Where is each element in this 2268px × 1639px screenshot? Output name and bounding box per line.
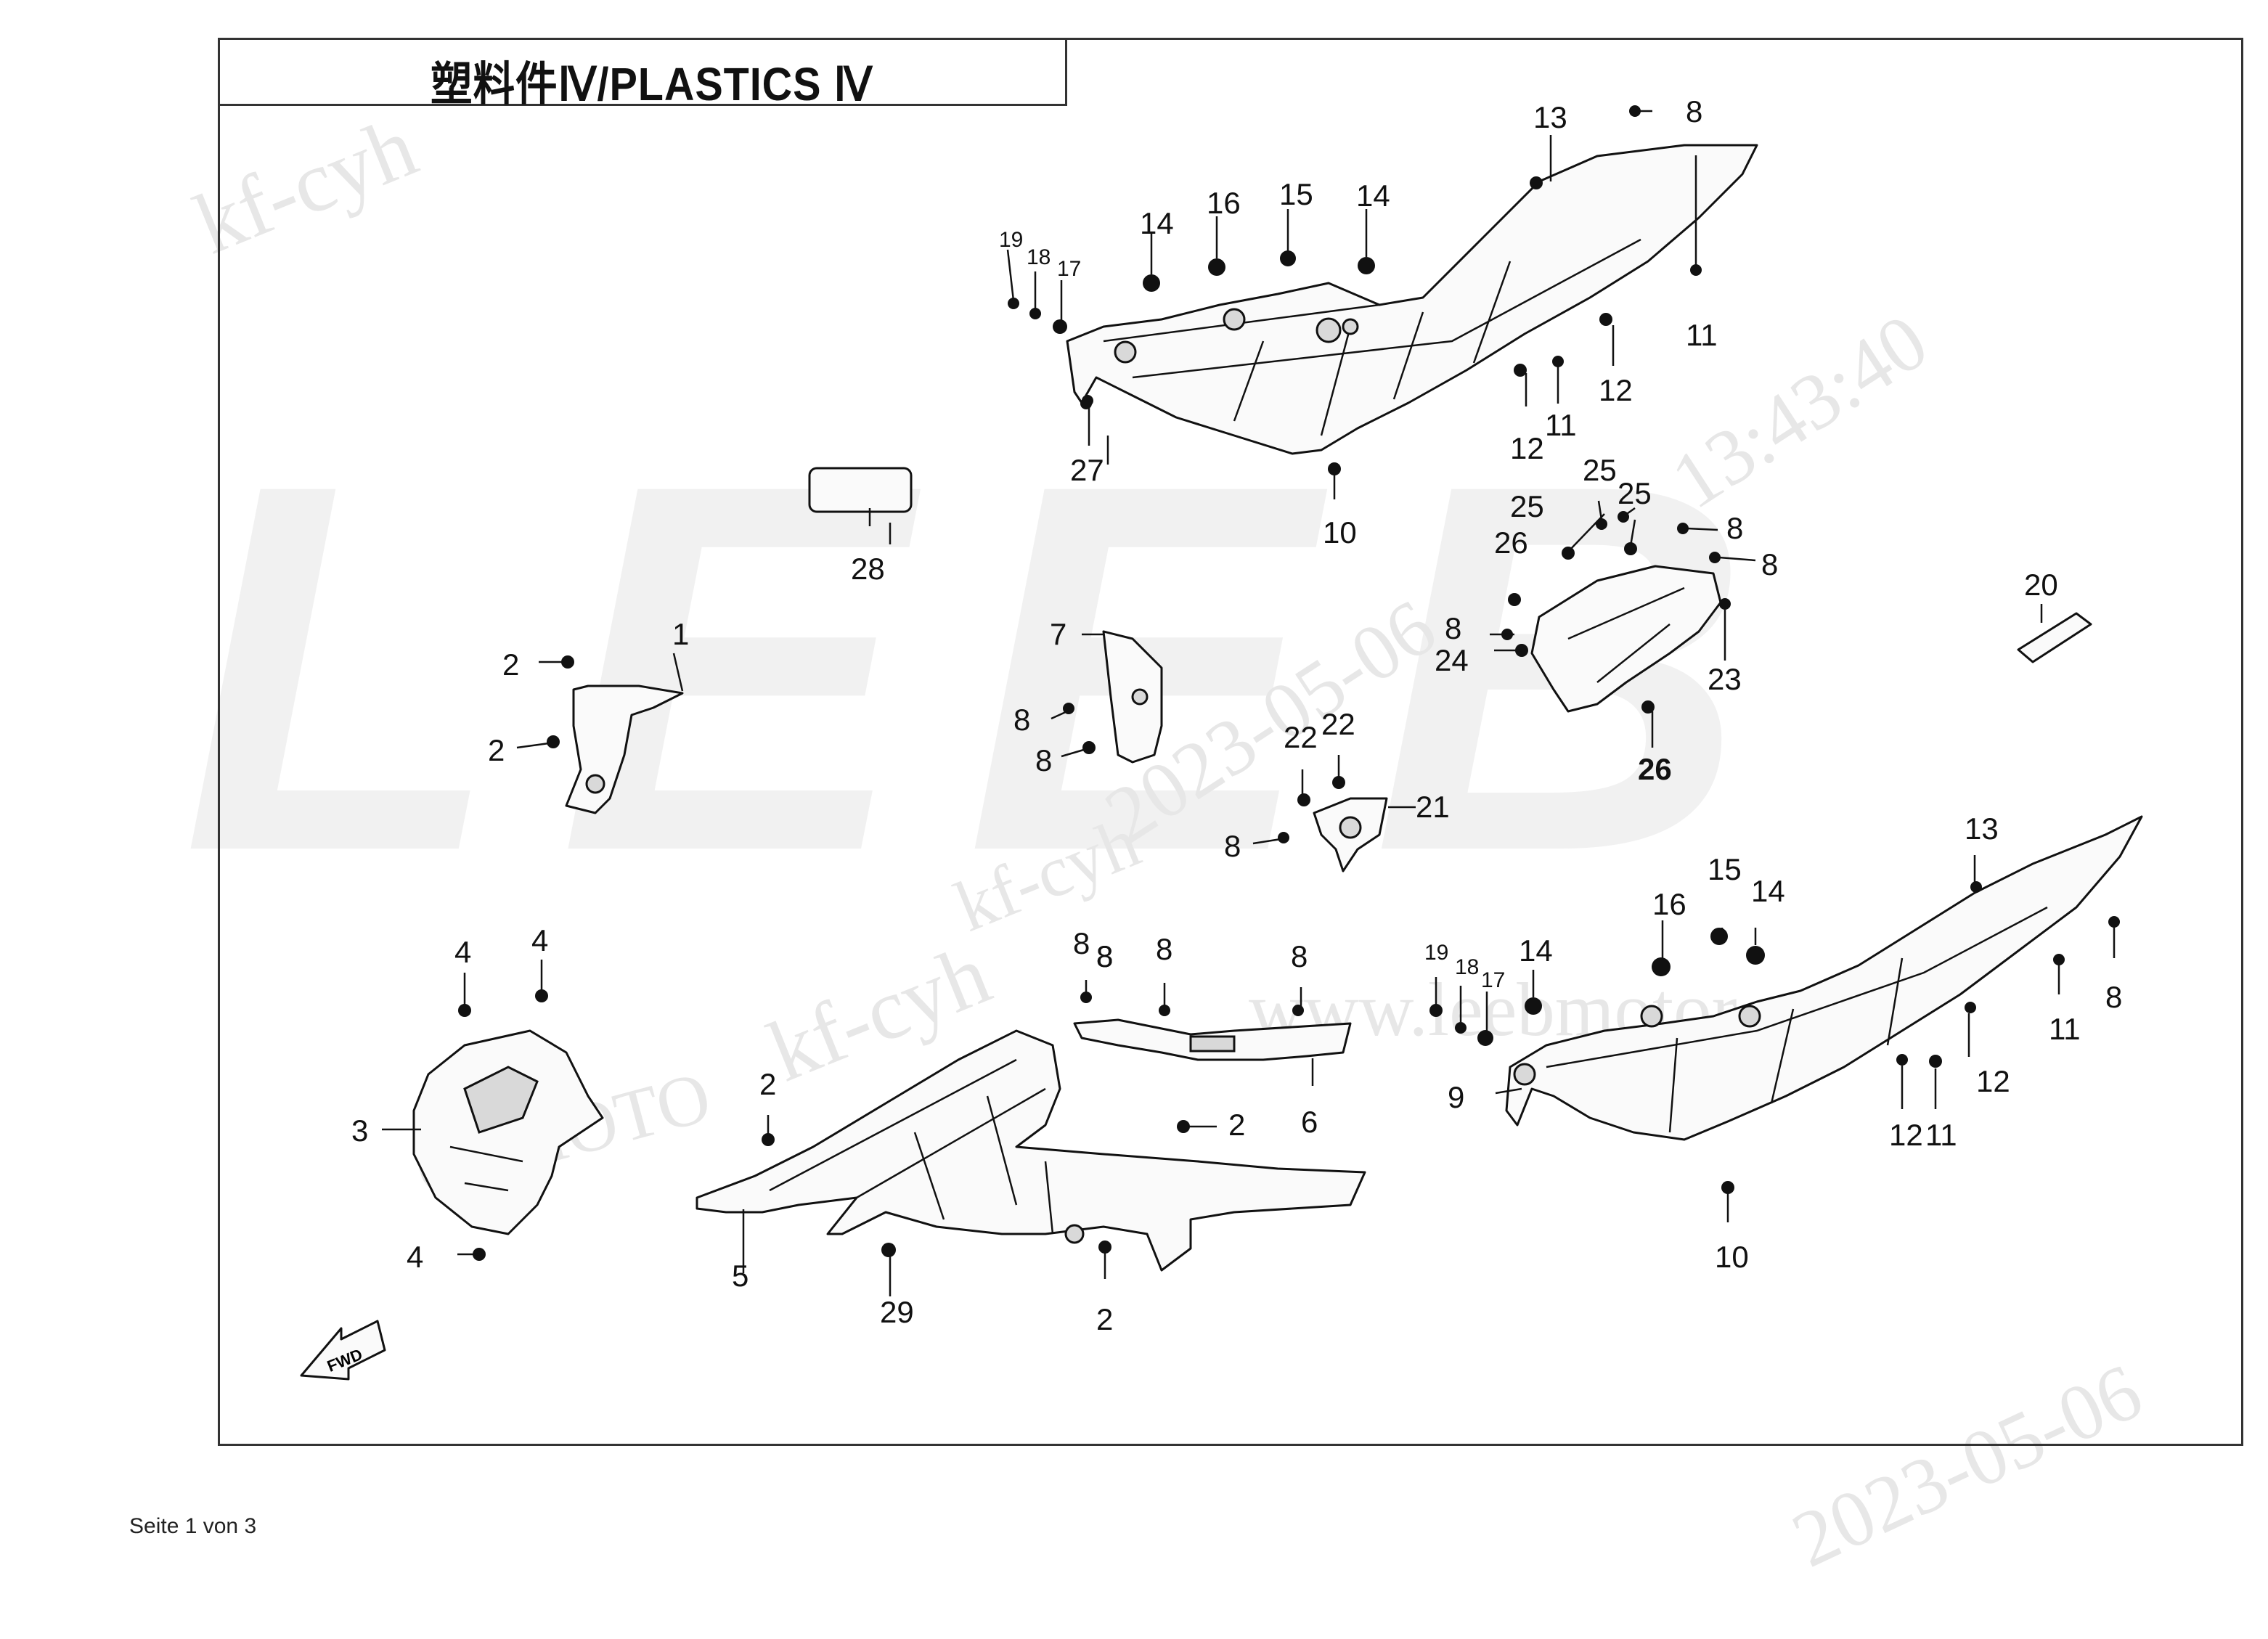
leader-lines <box>382 110 2116 1296</box>
callout-14: 14 <box>1751 874 1785 908</box>
callout-19: 19 <box>1424 941 1448 965</box>
callout-20: 20 <box>2024 568 2058 602</box>
callout-8: 8 <box>1761 547 1778 581</box>
callout-23: 23 <box>1708 662 1742 696</box>
callout-25: 25 <box>1583 453 1617 487</box>
callout-12: 12 <box>1599 373 1633 407</box>
part-20-strip <box>2017 612 2092 663</box>
callout-11: 11 <box>1545 408 1577 442</box>
callout-3: 3 <box>351 1113 368 1148</box>
callout-4: 4 <box>454 935 471 969</box>
callout-8: 8 <box>1035 743 1052 777</box>
fasteners <box>458 105 2120 1261</box>
callout-6: 6 <box>1301 1105 1318 1139</box>
page-title: 塑料件Ⅳ/PLASTICS Ⅳ <box>431 58 873 110</box>
diagram-frame <box>218 38 2243 1446</box>
callout-12: 12 <box>1889 1118 1923 1152</box>
watermark-logo: LEEB <box>181 375 1808 960</box>
title-box: 塑料件Ⅳ/PLASTICS Ⅳ <box>218 38 1067 110</box>
callout-8: 8 <box>1096 939 1113 973</box>
callout-16: 16 <box>1207 186 1241 220</box>
callout-17: 17 <box>1481 968 1505 992</box>
callout-25: 25 <box>1618 476 1652 510</box>
callout-26: 26 <box>1638 752 1672 786</box>
part-3-front-cover <box>412 1029 604 1235</box>
callout-28: 28 <box>851 552 885 586</box>
callout-2: 2 <box>759 1067 776 1101</box>
part-5-rear-fender <box>696 1029 1366 1272</box>
callout-24: 24 <box>1435 643 1469 677</box>
callout-11: 11 <box>2049 1012 2081 1046</box>
callout-16: 16 <box>1652 887 1686 921</box>
callout-2: 2 <box>488 733 505 767</box>
callout-8: 8 <box>1291 939 1308 973</box>
callout-8: 8 <box>1096 939 1113 973</box>
callout-18: 18 <box>1455 955 1479 979</box>
callout-14: 14 <box>1356 179 1390 213</box>
fwd-arrow-icon: FWD <box>300 1320 386 1381</box>
part-6-rail <box>1073 1018 1352 1061</box>
callout-21: 21 <box>1416 790 1450 824</box>
callout-8: 8 <box>1156 932 1172 966</box>
callout-15: 15 <box>1708 852 1742 886</box>
callout-2: 2 <box>1228 1108 1245 1142</box>
page-footer: Seite 1 von 3 <box>129 1514 257 1538</box>
callout-2: 2 <box>1096 1302 1113 1336</box>
callout-29: 29 <box>880 1295 914 1329</box>
callout-labels: 1 2 2 2 2 2 3 4 4 4 5 6 7 8 8 8 8 8 8 8 … <box>351 94 2122 1336</box>
callout-7: 7 <box>1050 617 1066 651</box>
callout-10: 10 <box>1715 1240 1749 1274</box>
callout-8: 8 <box>1224 829 1241 863</box>
callout-12: 12 <box>1510 431 1544 465</box>
callout-22: 22 <box>1284 720 1318 754</box>
callout-13: 13 <box>1533 100 1567 134</box>
callout-18: 18 <box>1027 245 1051 269</box>
callout-22: 22 <box>1321 707 1355 741</box>
callout-8: 8 <box>1096 939 1113 973</box>
part-lower-side-cover <box>1505 815 2143 1141</box>
callout-11: 11 <box>1925 1118 1957 1152</box>
part-23-bracket <box>1530 565 1722 713</box>
callout-12: 12 <box>1976 1064 2010 1098</box>
part-7-plate <box>1102 630 1163 764</box>
callout-4: 4 <box>531 923 548 957</box>
callout-25: 25 <box>1510 489 1544 523</box>
callout-8: 8 <box>1686 94 1702 128</box>
callout-2: 2 <box>502 647 519 682</box>
part-upper-side-cover <box>1066 144 1758 455</box>
callout-1: 1 <box>672 617 689 651</box>
callout-8: 8 <box>1726 511 1743 545</box>
callout-10: 10 <box>1323 515 1357 549</box>
callout-4: 4 <box>407 1240 423 1274</box>
callout-17: 17 <box>1057 257 1081 281</box>
callout-11: 11 <box>1686 318 1718 352</box>
callout-14: 14 <box>1519 933 1553 968</box>
callout-27: 27 <box>1070 453 1104 487</box>
part-21-bracket <box>1313 797 1388 872</box>
callout-14: 14 <box>1140 206 1174 240</box>
callout-8: 8 <box>1073 926 1090 960</box>
part-28-gasket <box>808 467 913 513</box>
callout-19: 19 <box>999 228 1023 252</box>
callout-9: 9 <box>1448 1080 1464 1114</box>
callout-5: 5 <box>732 1259 748 1293</box>
part-1-bracket <box>565 684 684 814</box>
callout-26: 26 <box>1494 526 1528 560</box>
callout-8: 8 <box>2105 980 2122 1014</box>
callout-8: 8 <box>1445 611 1461 645</box>
callout-8: 8 <box>1013 703 1030 737</box>
callout-15: 15 <box>1279 177 1313 211</box>
callout-13: 13 <box>1965 812 1999 846</box>
